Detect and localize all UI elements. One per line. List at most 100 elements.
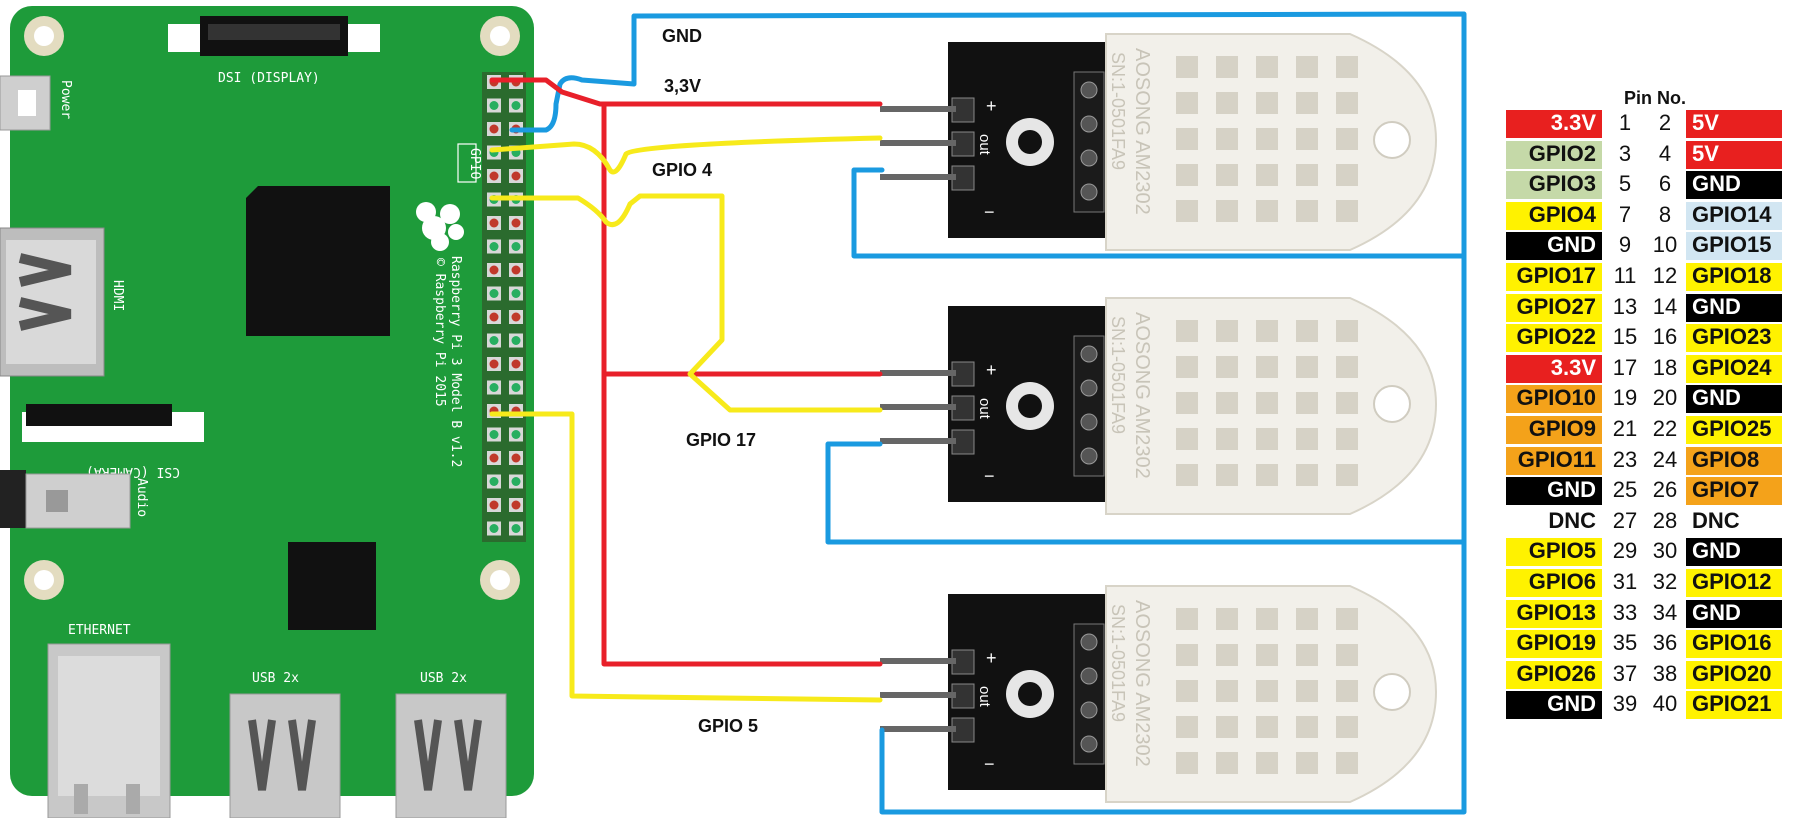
pin-left-name: GPIO9	[1506, 416, 1602, 444]
pin-number-even: 36	[1652, 630, 1678, 656]
pin-number-odd: 9	[1618, 232, 1632, 258]
pin-number-odd: 25	[1612, 477, 1638, 503]
pin-right-name: GPIO25	[1686, 416, 1782, 444]
pin-number-odd: 15	[1612, 324, 1638, 350]
sensor-out-label: out	[976, 686, 993, 708]
pin-number-even: 14	[1652, 293, 1678, 319]
sensor-brand-label: AOSONG AM2302	[1131, 312, 1153, 479]
pin-number-odd: 31	[1612, 569, 1638, 594]
pin-right-name: GND	[1686, 538, 1782, 567]
gpio4-label: GPIO 4	[652, 160, 712, 180]
pin-number-even: 20	[1652, 385, 1678, 411]
usb-port-2: USB 2x	[395, 671, 507, 818]
pin-number-even: 38	[1652, 660, 1678, 686]
copyright-label: © Raspberry Pi 2015	[432, 258, 447, 407]
pin-right-name: GPIO20	[1686, 660, 1782, 689]
lan-chip	[288, 542, 376, 630]
sensor-code-label: SN:1-0501FA9	[1108, 316, 1128, 434]
pin-right-name: GND	[1686, 385, 1782, 414]
audio-jack: Audio	[0, 470, 149, 529]
pin-number-even: 28	[1652, 507, 1678, 533]
pin-left-name: DNC	[1506, 507, 1602, 536]
pin-number-odd: 1	[1618, 110, 1632, 135]
pin-right-name: GPIO16	[1686, 630, 1782, 659]
pin-left-name: GPIO11	[1506, 446, 1602, 475]
pinout-title: Pin No.	[1624, 88, 1686, 108]
sensor-plus-label: +	[986, 360, 997, 380]
pin-number-odd: 39	[1612, 691, 1638, 717]
pin-number-even: 12	[1652, 263, 1678, 288]
gpio-pins	[487, 75, 523, 536]
pin-left-name: GPIO3	[1506, 171, 1602, 200]
pin-number-odd: 33	[1612, 599, 1638, 625]
csi-connector: CSI (CAMERA)	[22, 404, 204, 479]
pin-right-name: GPIO21	[1686, 691, 1782, 720]
wires	[489, 11, 1467, 815]
wire-gnd	[509, 11, 1467, 815]
pin-right-name: DNC	[1686, 507, 1782, 536]
pin-number-odd: 37	[1612, 660, 1638, 686]
pinout-row: GPIO10 19 20 GND	[1506, 385, 1802, 414]
pin-right-name: 5V	[1686, 110, 1782, 138]
pin-right-name: GPIO15	[1686, 232, 1782, 261]
mounting-holes	[24, 16, 520, 600]
sensor-plus-label: +	[986, 648, 997, 668]
dht22-sensors: +out−AOSONG AM2302SN:1-0501FA9+out−AOSON…	[880, 33, 1438, 803]
dsi-connector: DSI (DISPLAY)	[168, 16, 380, 86]
v33-label: 3,3V	[664, 76, 701, 96]
audio-label: Audio	[134, 478, 149, 517]
raspberry-logo-icon	[416, 202, 464, 251]
pin-number-odd: 19	[1612, 385, 1638, 411]
sensor-brand-label: AOSONG AM2302	[1131, 48, 1153, 215]
pin-right-name: 5V	[1686, 140, 1782, 169]
usb1-label: USB 2x	[252, 671, 299, 686]
board-pcb	[10, 6, 534, 796]
pin-number-odd: 23	[1612, 446, 1638, 472]
pin-right-name: GND	[1686, 171, 1782, 200]
wire-gpio4	[489, 135, 883, 175]
pin-right-name: GND	[1686, 599, 1782, 628]
pin-number-even: 6	[1658, 171, 1672, 197]
model-label: Raspberry Pi 3 Model B v1.2	[448, 256, 463, 467]
gnd-label: GND	[662, 26, 702, 46]
pin-number-even: 8	[1658, 201, 1672, 227]
pin-number-odd: 5	[1618, 171, 1632, 197]
pin-number-even: 2	[1658, 110, 1672, 135]
pin-number-even: 32	[1652, 569, 1678, 594]
pin-number-even: 34	[1652, 599, 1678, 625]
pin-number-even: 10	[1652, 232, 1678, 258]
sensor-out-label: out	[976, 134, 993, 156]
pin-number-odd: 3	[1618, 140, 1632, 166]
pin-left-name: GND	[1506, 477, 1602, 506]
pin-number-odd: 21	[1612, 416, 1638, 441]
pin-number-even: 40	[1652, 691, 1678, 717]
pin-number-odd: 13	[1612, 293, 1638, 319]
pin-number-even: 24	[1652, 446, 1678, 472]
sensor-hole-icon	[1373, 673, 1411, 711]
wire-3v3	[489, 77, 883, 667]
usb2-label: USB 2x	[420, 671, 467, 686]
pin-left-name: GPIO10	[1506, 385, 1602, 414]
power-label: Power	[58, 80, 73, 119]
soc-chip	[246, 186, 390, 336]
pin-right-name: GPIO18	[1686, 263, 1782, 291]
gpio-label: GPIO	[467, 148, 482, 179]
hdmi-connector: HDMI	[0, 227, 125, 377]
raspberry-pi-board: DSI (DISPLAY) Power HDMI CSI (CAMERA)	[0, 6, 534, 818]
pin-left-name: GND	[1506, 691, 1602, 720]
pin-right-name: GPIO14	[1686, 201, 1782, 230]
sensor-out-label: out	[976, 398, 993, 420]
pin-number-odd: 11	[1613, 263, 1637, 288]
